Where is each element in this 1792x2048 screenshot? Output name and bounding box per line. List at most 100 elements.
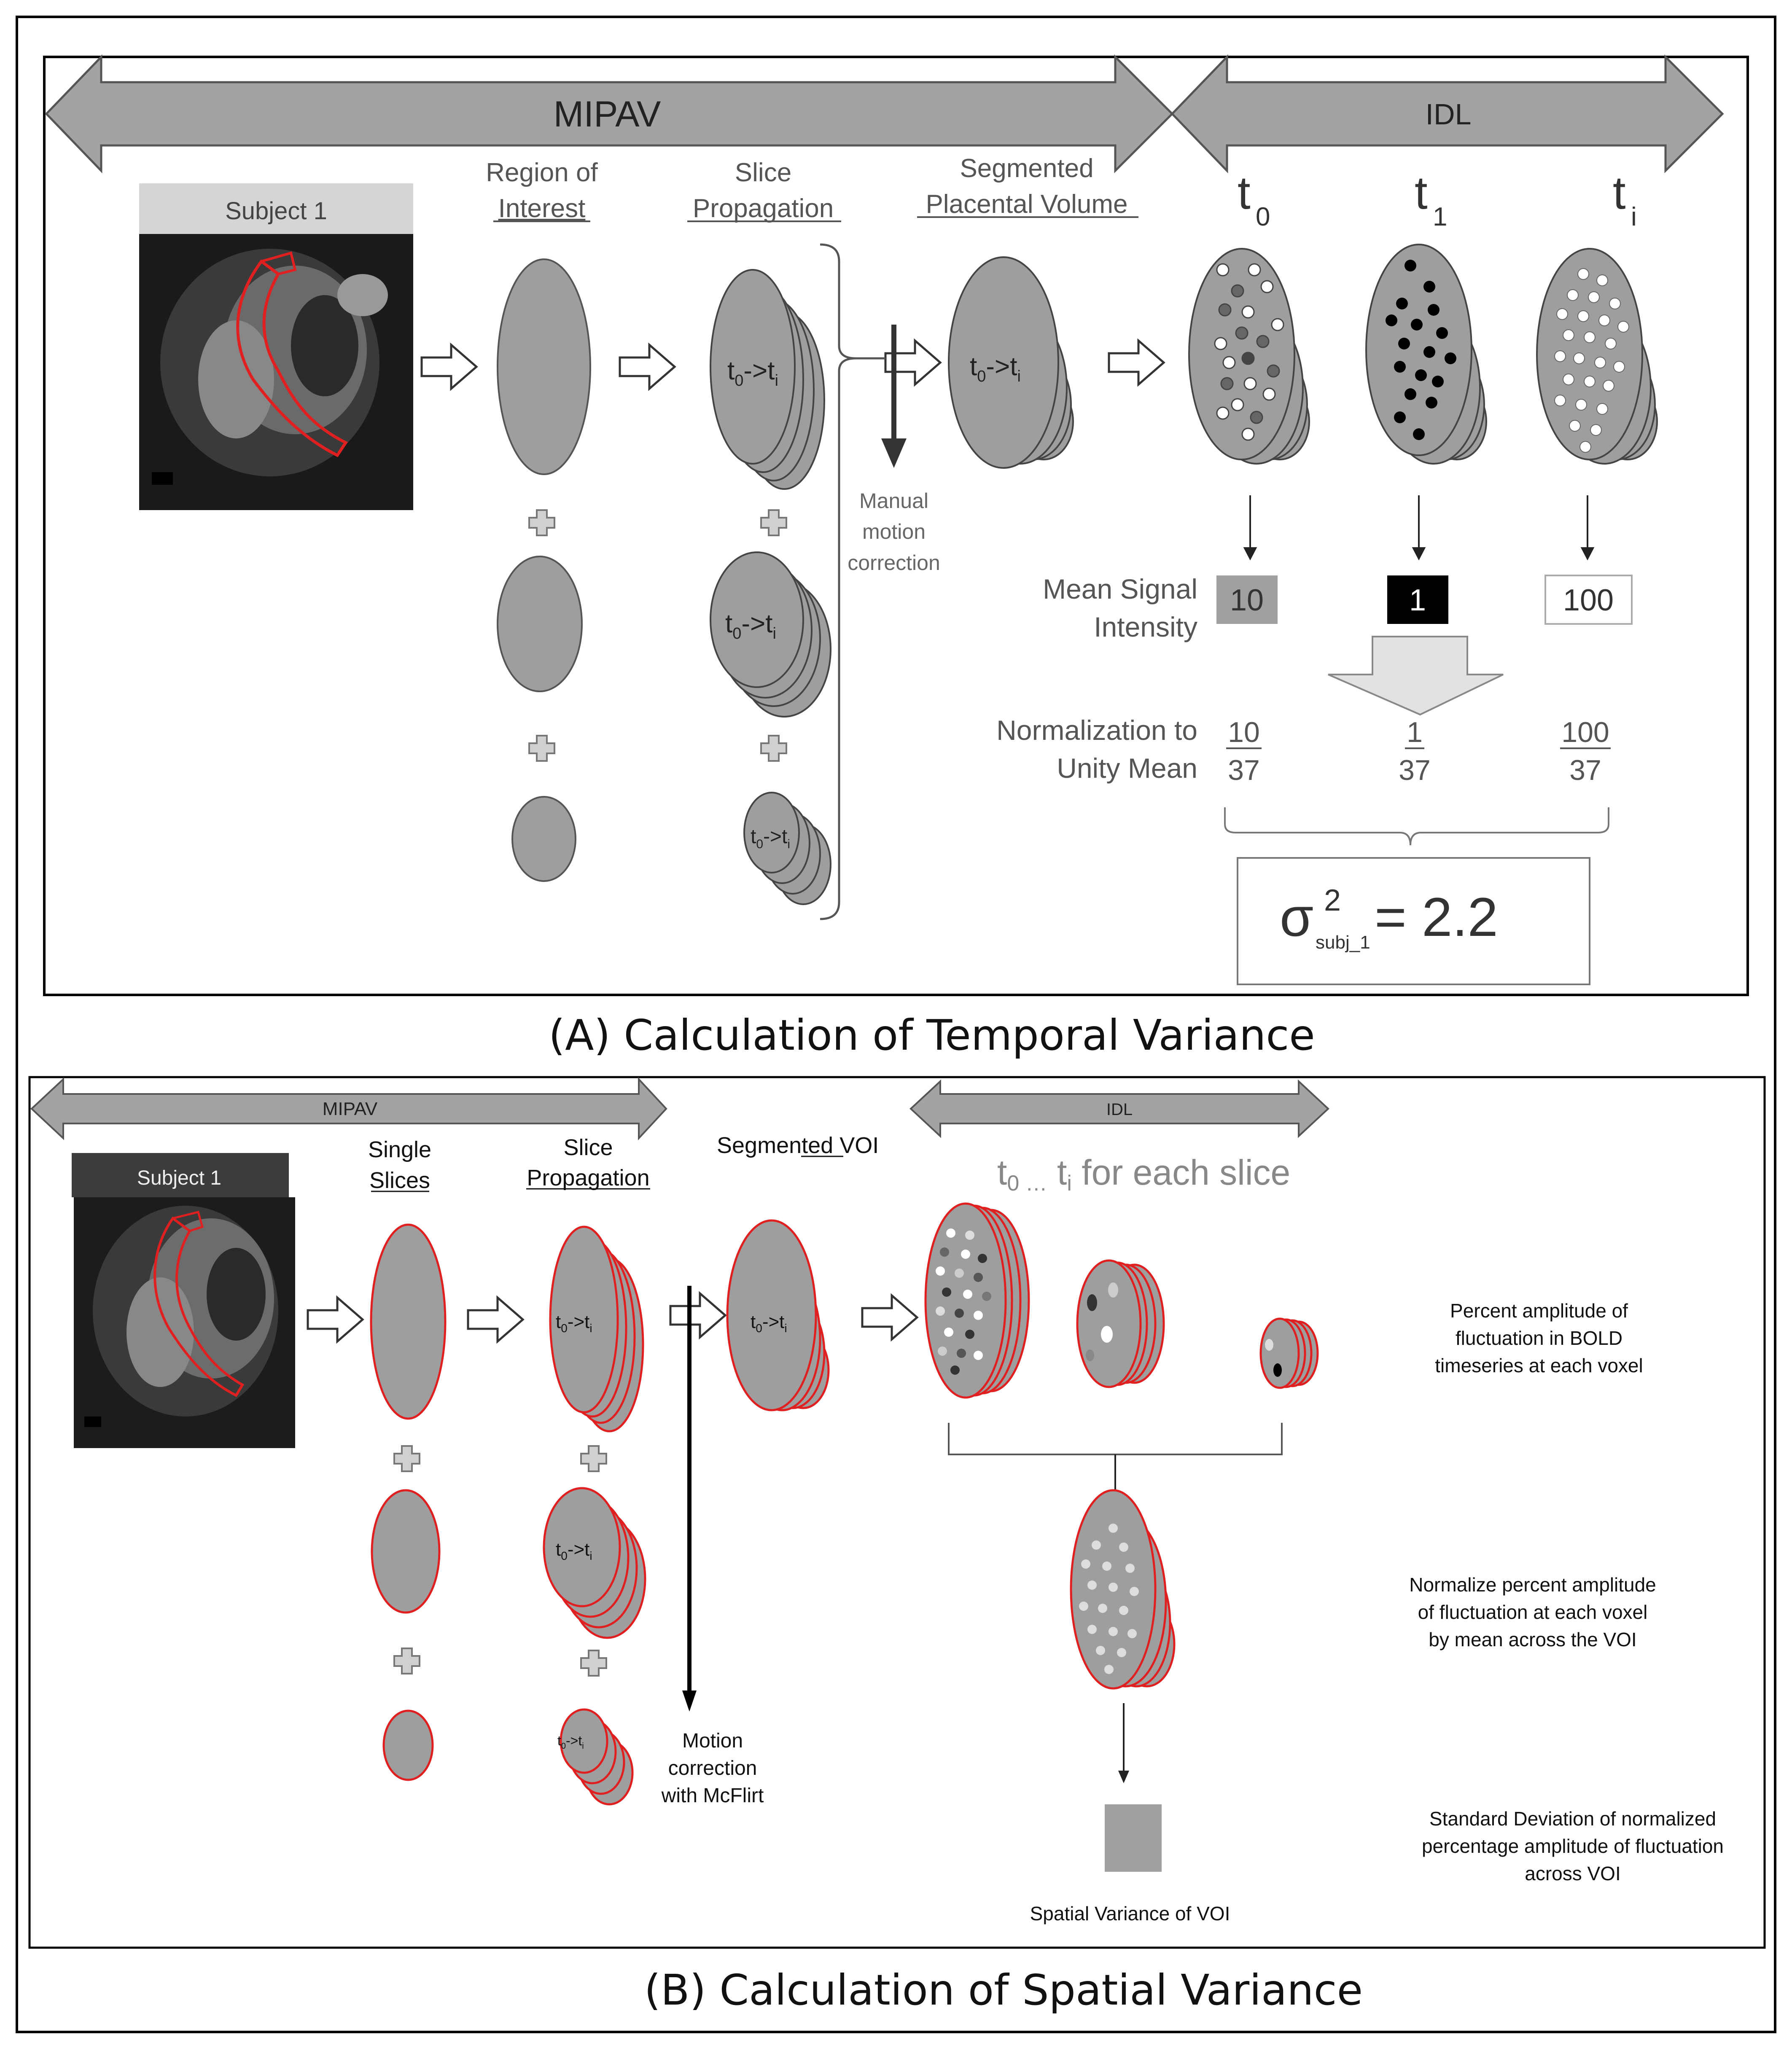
- subject-1-mri-image-b: Subject 1: [72, 1153, 295, 1448]
- svg-text:1: 1: [1407, 716, 1423, 748]
- norm-bracket: [1224, 807, 1609, 846]
- t0-label: t 0: [1238, 167, 1270, 231]
- each-slice-label: t0 … ti for each slice: [997, 1153, 1290, 1196]
- norm-label-line2: Unity Mean: [1057, 753, 1197, 784]
- plus-icon: [528, 509, 555, 536]
- slice-header-line2: Propagation: [693, 194, 834, 223]
- msi-label-line2: Intensity: [1094, 611, 1197, 642]
- svg-text:t0 … ti for each slice: t0 … ti for each slice: [997, 1153, 1290, 1196]
- segmented-volume-a: t0->ti: [948, 256, 1074, 469]
- svg-text:37: 37: [1399, 754, 1431, 786]
- seg-header-line1: Segmented: [960, 154, 1093, 183]
- svg-text:Percent amplitude of: Percent amplitude of: [1450, 1300, 1628, 1322]
- slice-stack-b-small: t0->ti: [557, 1708, 634, 1806]
- svg-text:t0->ti: t0->ti: [556, 1539, 592, 1562]
- panel-b: MIPAV IDL Subject 1 Single Slices Slice …: [28, 1076, 1766, 2015]
- dotted-stack-small: [1259, 1317, 1319, 1389]
- svg-text:t0->ti: t0->ti: [556, 1312, 592, 1335]
- svg-text:100: 100: [1561, 716, 1609, 748]
- motion-line3: with McFlirt: [661, 1785, 764, 1807]
- panel-a-frame: [43, 56, 1749, 996]
- roi-header-line1: Region of: [486, 158, 598, 187]
- arrow-to-slice-prop: [620, 345, 675, 389]
- svg-text:σ: σ: [1280, 886, 1313, 948]
- desc-3: Standard Deviation of normalized percent…: [1422, 1808, 1724, 1884]
- subject-1-mri-image: Subject 1: [139, 183, 413, 510]
- svg-text:timeseries at each voxel: timeseries at each voxel: [1435, 1355, 1643, 1376]
- volume-t0: [1188, 248, 1310, 465]
- dotted-stack-medium: [1076, 1259, 1165, 1388]
- single-slice-medium: [371, 1489, 441, 1614]
- t1-label: t 1: [1415, 167, 1447, 231]
- sigma-box: [1237, 857, 1590, 985]
- big-down-arrow: [1328, 636, 1504, 716]
- norm-fraction-t1: 1 37: [1399, 716, 1431, 786]
- svg-text:Standard Deviation of normaliz: Standard Deviation of normalized: [1429, 1808, 1716, 1830]
- down-arrows-msi: [1243, 495, 1595, 561]
- subject-1-label-b: Subject 1: [137, 1167, 221, 1189]
- plus-icon: [760, 509, 787, 536]
- slice-stack-medium: t0->ti: [710, 551, 831, 718]
- spatial-variance-box: [1105, 1804, 1162, 1872]
- svg-text:10: 10: [1228, 716, 1260, 748]
- msi-box-ti: [1544, 575, 1633, 625]
- arrow-b-2: [468, 1298, 523, 1341]
- ti-label: t i: [1613, 167, 1637, 231]
- svg-text:t0->ti: t0->ti: [970, 352, 1021, 385]
- sigma-result: σ 2 subj_1 = 2.2: [1280, 884, 1498, 953]
- svg-text:Normalize percent amplitude: Normalize percent amplitude: [1409, 1574, 1656, 1596]
- stack-bracket: [948, 1423, 1283, 1455]
- single-header-line1: Single: [368, 1137, 431, 1162]
- slice-stack-b-large: t0->ti: [549, 1226, 644, 1433]
- panel-a: MIPAV IDL Subject 1 Region of Interest S…: [43, 54, 1749, 1060]
- svg-text:across VOI: across VOI: [1525, 1863, 1621, 1884]
- slice-stack-b-medium: t0->ti: [543, 1487, 646, 1639]
- svg-text:fluctuation in BOLD: fluctuation in BOLD: [1456, 1327, 1622, 1349]
- seg-voi-header: Segmented VOI: [717, 1133, 879, 1158]
- msi-value-ti: 100: [1563, 583, 1614, 617]
- volume-t1: [1365, 244, 1487, 465]
- single-header-line2: Slices: [369, 1168, 430, 1193]
- svg-text:0: 0: [1256, 202, 1270, 231]
- svg-text:t0->ti: t0->ti: [725, 609, 776, 642]
- manual-motion-arrowhead: [881, 438, 907, 468]
- svg-text:by mean across the VOI: by mean across the VOI: [1429, 1629, 1636, 1650]
- roi-ellipse-medium: [497, 556, 583, 692]
- roi-header-line2: Interest: [498, 194, 586, 223]
- idl-double-arrow-b: [909, 1079, 1329, 1138]
- desc-2: Normalize percent amplitude of fluctuati…: [1409, 1574, 1656, 1650]
- normalized-volume: [1070, 1489, 1176, 1690]
- slice-header-b-line2: Propagation: [527, 1165, 649, 1191]
- idl-label: IDL: [1426, 98, 1472, 131]
- msi-value-t0: 10: [1230, 583, 1264, 617]
- svg-text:t0->ti: t0->ti: [557, 1733, 584, 1751]
- svg-text:= 2.2: = 2.2: [1375, 886, 1498, 948]
- svg-text:37: 37: [1569, 754, 1601, 786]
- plus-icon: [528, 735, 555, 762]
- subject-1-label: Subject 1: [225, 197, 327, 225]
- manual-line3: correction: [848, 551, 940, 575]
- svg-text:i: i: [1631, 202, 1637, 231]
- caption-b: (B) Calculation of Spatial Variance: [644, 1965, 1363, 2015]
- svg-text:37: 37: [1228, 754, 1260, 786]
- mipav-label: MIPAV: [554, 94, 661, 134]
- svg-text:t0->ti: t0->ti: [751, 825, 790, 851]
- spatial-variance-label: Spatial Variance of VOI: [1030, 1903, 1230, 1924]
- motion-line2: correction: [668, 1757, 757, 1779]
- slice-stack-large: t0->ti: [710, 269, 825, 490]
- dotted-stack-large: [924, 1202, 1030, 1399]
- desc-1: Percent amplitude of fluctuation in BOLD…: [1435, 1300, 1643, 1376]
- single-slice-small: [382, 1709, 434, 1781]
- manual-line2: motion: [862, 520, 926, 543]
- roi-ellipse-large: [497, 258, 591, 475]
- svg-text:2: 2: [1324, 884, 1341, 917]
- plus-icon: [393, 1445, 420, 1472]
- svg-text:t0->ti: t0->ti: [727, 356, 778, 390]
- idl-label-b: IDL: [1106, 1100, 1133, 1119]
- outer-border: [16, 16, 1776, 2033]
- volume-ti: [1536, 248, 1658, 465]
- motion-arrowhead: [682, 1691, 697, 1712]
- single-slice-large: [370, 1223, 447, 1420]
- slice-stack-small: t0->ti: [743, 792, 831, 905]
